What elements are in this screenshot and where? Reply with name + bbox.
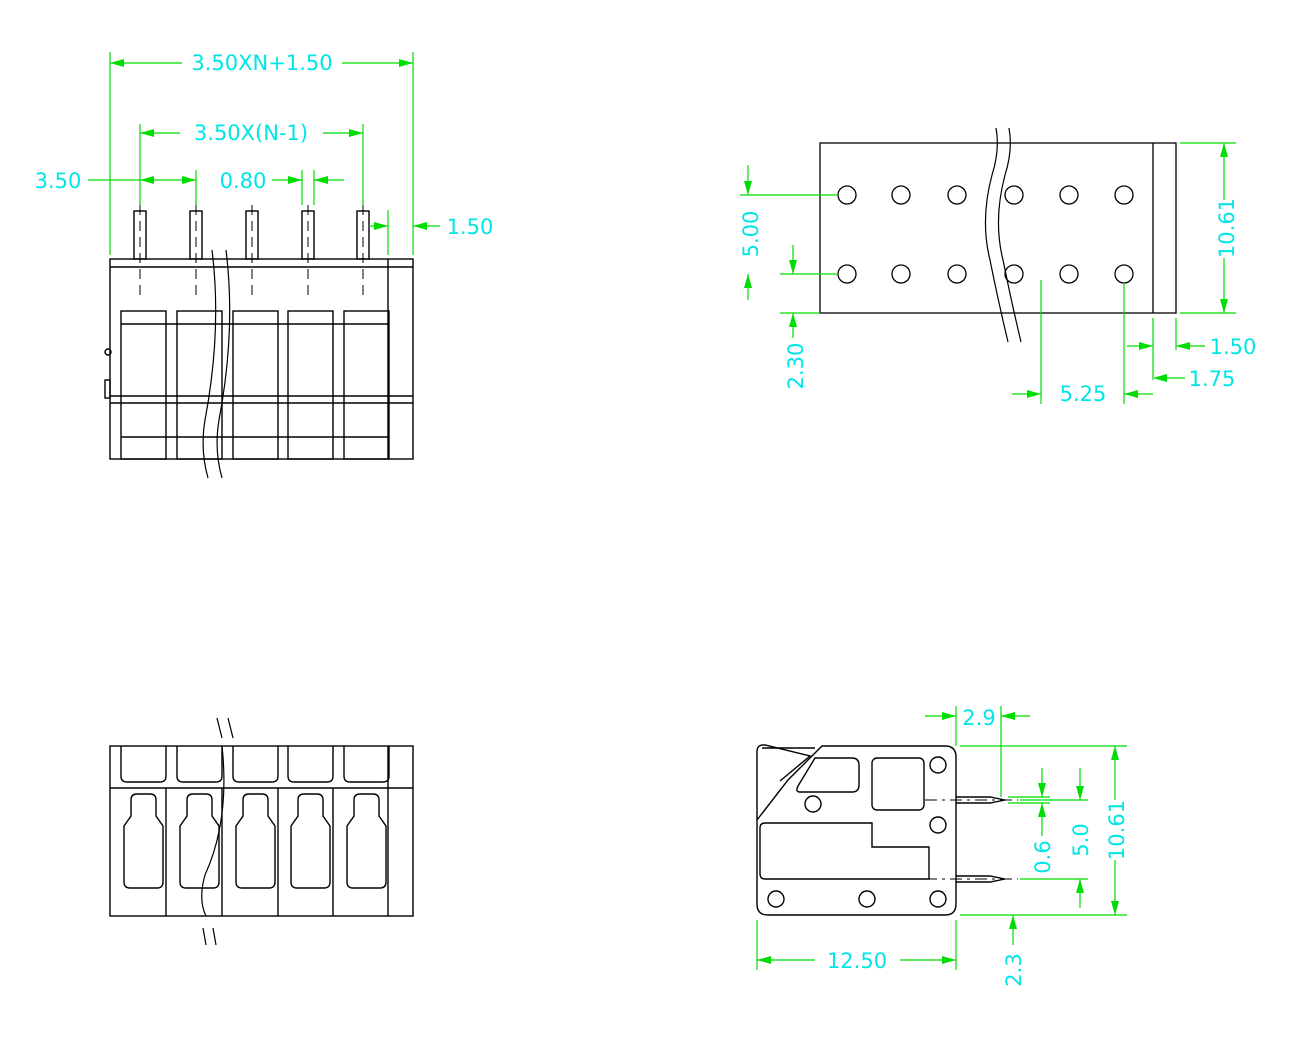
dim-height-pcb: 10.61 <box>1215 198 1239 258</box>
pcb-dimensions <box>740 142 1236 404</box>
dim-row-spacing: 5.00 <box>739 211 763 258</box>
dim-pin-length: 2.9 <box>962 706 995 730</box>
front-view-arrows <box>110 59 427 230</box>
side-view-arrows <box>757 712 1119 964</box>
side-view-release-window <box>871 757 925 811</box>
top-view-dividers <box>165 788 334 916</box>
top-view-wire-entries <box>123 793 387 889</box>
dim-overall-width: 3.50XN+1.50 <box>191 51 332 75</box>
pcb-break-lines <box>984 127 1022 343</box>
dim-edge-offset: 1.50 <box>447 215 494 239</box>
side-view-lever <box>756 744 812 820</box>
pcb-arrows <box>744 143 1228 398</box>
dim-right-edge: 1.50 <box>1210 335 1257 359</box>
dim-depth: 12.50 <box>827 949 887 973</box>
top-view-latches <box>120 746 390 783</box>
front-view-body <box>109 258 414 460</box>
dim-height-side: 10.61 <box>1105 800 1129 860</box>
pcb-outline <box>819 142 1177 314</box>
front-view <box>104 205 414 479</box>
dim-bottom-edge: 2.30 <box>784 343 808 390</box>
pcb-layout-view <box>819 127 1177 343</box>
dim-pitch: 3.50 <box>35 169 82 193</box>
top-view <box>109 717 414 946</box>
side-view-body <box>756 745 957 916</box>
dim-pin-spacing: 5.0 <box>1069 823 1093 856</box>
dim-pin-width: 0.80 <box>220 169 267 193</box>
front-view-break-lines <box>202 249 231 479</box>
dim-pad-offset: 1.75 <box>1189 367 1236 391</box>
front-view-pins <box>133 205 370 300</box>
dim-standoff: 2.3 <box>1002 953 1026 986</box>
side-view <box>756 744 1018 916</box>
dim-pin-span: 3.50X(N-1) <box>194 121 308 145</box>
top-view-body <box>109 745 414 917</box>
side-view-wire-channel <box>759 822 930 880</box>
side-view-pins <box>925 796 1018 883</box>
front-view-dimensions <box>88 52 440 255</box>
dim-pin-thickness: 0.6 <box>1031 840 1055 873</box>
front-view-slots <box>120 310 390 460</box>
side-view-push-window <box>796 757 860 793</box>
dim-pad-to-edge: 5.25 <box>1060 382 1107 406</box>
